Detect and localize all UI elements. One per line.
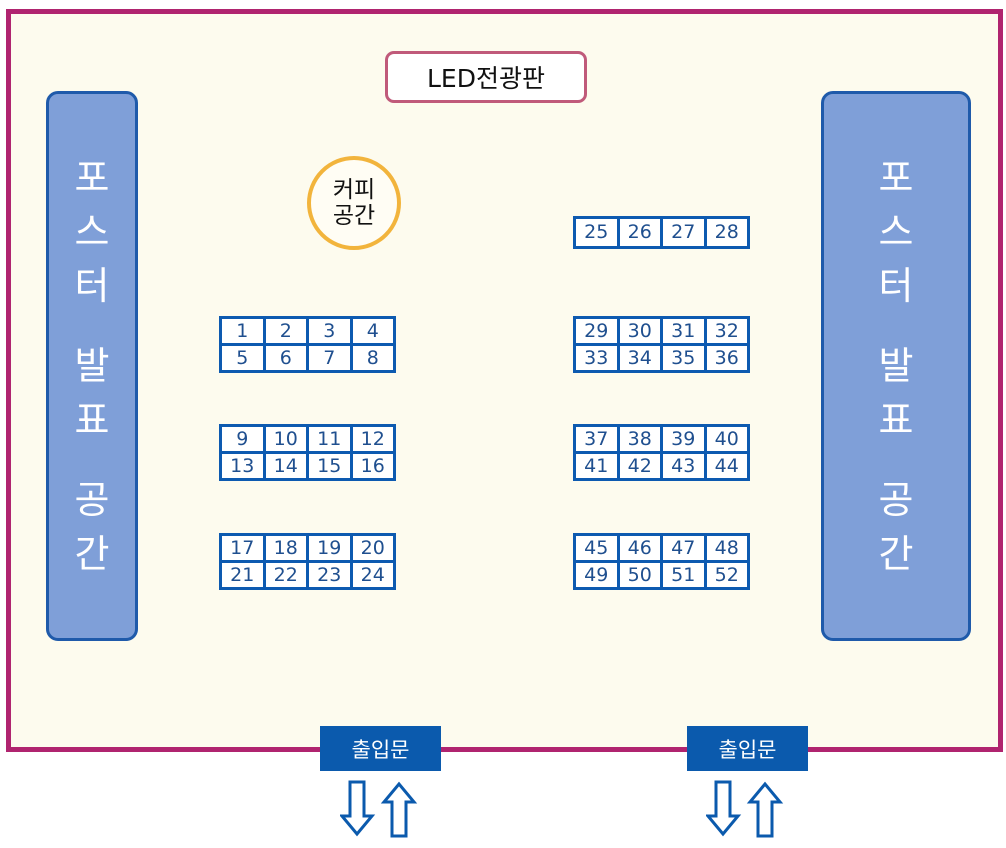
- arrow-down-icon: [340, 780, 376, 837]
- table-number: 27: [663, 219, 704, 246]
- table-number: 28: [706, 219, 747, 246]
- led-board-label: LED전광판: [427, 64, 545, 93]
- poster-right-char: 스: [878, 210, 914, 254]
- coffee-area: 커피 공간: [307, 156, 401, 250]
- table-group-45: 45 46 47 48 49 50 51 52: [573, 533, 750, 590]
- table-number: 18: [265, 536, 306, 560]
- table-number: 19: [309, 536, 350, 560]
- table-number: 17: [222, 536, 263, 560]
- table-number: 15: [309, 454, 350, 478]
- table-number: 22: [265, 563, 306, 587]
- table-number: 41: [576, 454, 617, 478]
- table-number: 1: [222, 319, 263, 343]
- poster-left-char: 터: [74, 264, 110, 308]
- entrance-right-label: 출입문: [718, 737, 777, 762]
- poster-left-char: 포: [74, 156, 110, 200]
- poster-right-char: 터: [878, 264, 914, 308]
- table-number: 5: [222, 346, 263, 370]
- poster-left-char: 스: [74, 210, 110, 254]
- table-group-25: 25 26 27 28: [573, 216, 750, 249]
- table-number: 21: [222, 563, 263, 587]
- coffee-label-line1: 커피: [332, 177, 376, 203]
- table-number: 36: [706, 346, 747, 370]
- table-number: 47: [663, 536, 704, 560]
- table-number: 24: [352, 563, 393, 587]
- entrance-left: 출입문: [320, 726, 441, 771]
- table-number: 3: [309, 319, 350, 343]
- table-number: 7: [309, 346, 350, 370]
- table-group-9: 9 10 11 12 13 14 15 16: [219, 424, 396, 481]
- table-number: 37: [576, 427, 617, 451]
- table-number: 6: [265, 346, 306, 370]
- table-number: 29: [576, 319, 617, 343]
- poster-area-left: 포 스 터 발 표 공 간: [46, 91, 138, 641]
- table-number: 40: [706, 427, 747, 451]
- table-number: 45: [576, 536, 617, 560]
- table-number: 49: [576, 563, 617, 587]
- table-number: 20: [352, 536, 393, 560]
- table-number: 38: [619, 427, 660, 451]
- table-number: 32: [706, 319, 747, 343]
- poster-right-char: 포: [878, 156, 914, 200]
- table-number: 13: [222, 454, 263, 478]
- table-number: 34: [619, 346, 660, 370]
- table-number: 2: [265, 319, 306, 343]
- table-number: 16: [352, 454, 393, 478]
- table-number: 4: [352, 319, 393, 343]
- arrow-down-icon: [706, 780, 742, 837]
- table-number: 26: [619, 219, 660, 246]
- led-board: LED전광판: [385, 51, 587, 103]
- arrow-up-icon: [746, 781, 784, 838]
- in-out-arrows-right-icon: [706, 780, 784, 838]
- table-number: 12: [352, 427, 393, 451]
- poster-left-char: 간: [74, 532, 110, 576]
- table-number: 30: [619, 319, 660, 343]
- poster-right-char: 간: [878, 532, 914, 576]
- table-number: 48: [706, 536, 747, 560]
- table-number: 23: [309, 563, 350, 587]
- table-number: 46: [619, 536, 660, 560]
- table-group-29: 29 30 31 32 33 34 35 36: [573, 316, 750, 373]
- table-number: 9: [222, 427, 263, 451]
- table-number: 44: [706, 454, 747, 478]
- table-number: 11: [309, 427, 350, 451]
- table-number: 51: [663, 563, 704, 587]
- poster-right-char: 공: [878, 478, 914, 522]
- table-number: 8: [352, 346, 393, 370]
- table-number: 31: [663, 319, 704, 343]
- table-number: 10: [265, 427, 306, 451]
- entrance-left-label: 출입문: [351, 737, 410, 762]
- poster-left-char: 공: [74, 478, 110, 522]
- entrance-right: 출입문: [687, 726, 808, 771]
- table-number: 52: [706, 563, 747, 587]
- table-number: 42: [619, 454, 660, 478]
- coffee-label-line2: 공간: [332, 203, 376, 229]
- table-number: 33: [576, 346, 617, 370]
- table-number: 43: [663, 454, 704, 478]
- poster-right-char: 표: [878, 398, 914, 442]
- table-group-1: 1 2 3 4 5 6 7 8: [219, 316, 396, 373]
- poster-left-char: 표: [74, 398, 110, 442]
- table-number: 25: [576, 219, 617, 246]
- poster-left-char: 발: [74, 344, 110, 388]
- table-number: 39: [663, 427, 704, 451]
- table-number: 50: [619, 563, 660, 587]
- table-group-17: 17 18 19 20 21 22 23 24: [219, 533, 396, 590]
- poster-area-right: 포 스 터 발 표 공 간: [821, 91, 971, 641]
- table-group-37: 37 38 39 40 41 42 43 44: [573, 424, 750, 481]
- in-out-arrows-left-icon: [340, 780, 418, 838]
- arrow-up-icon: [380, 781, 418, 838]
- table-number: 14: [265, 454, 306, 478]
- poster-right-char: 발: [878, 344, 914, 388]
- table-number: 35: [663, 346, 704, 370]
